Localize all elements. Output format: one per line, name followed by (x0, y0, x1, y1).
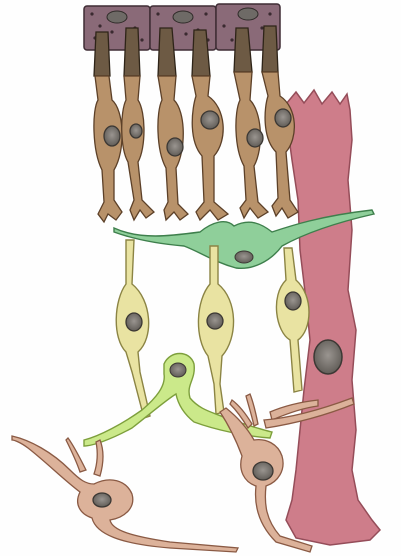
amacrine-nucleus (170, 363, 186, 377)
pigment-epithelium (84, 4, 280, 50)
muller-nucleus (314, 340, 342, 374)
horizontal-nucleus (235, 251, 253, 263)
photoreceptor-cells (94, 72, 298, 222)
